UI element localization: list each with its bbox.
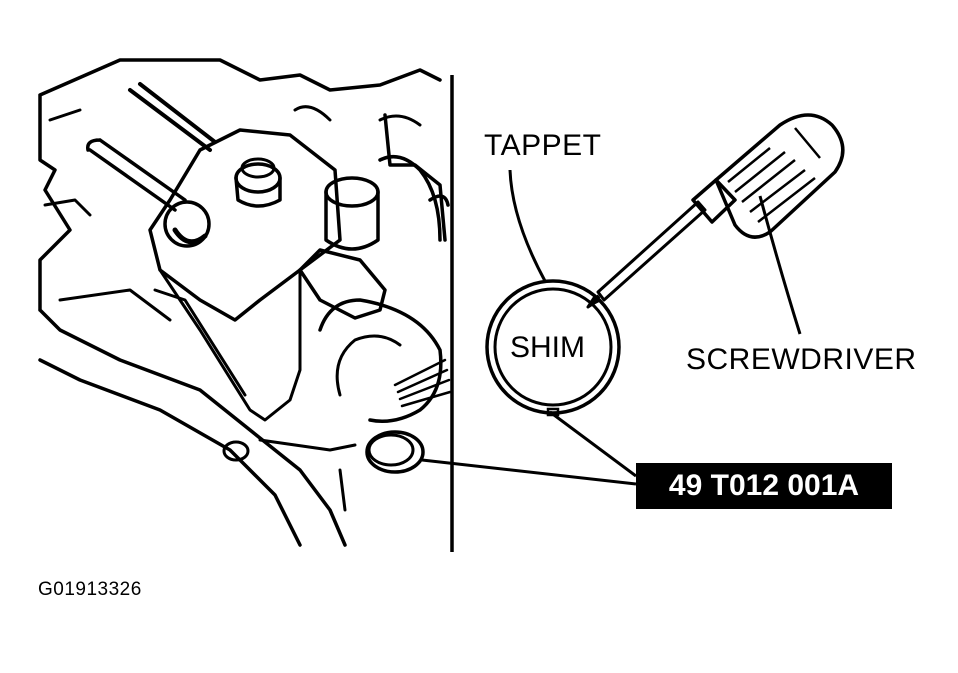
leader-lines — [421, 169, 802, 486]
cam-boss — [324, 176, 380, 251]
tappet-label: TAPPET — [484, 129, 602, 162]
shim-label: SHIM — [510, 331, 585, 364]
cam-lobe — [298, 248, 387, 320]
cam-cap-face — [158, 268, 302, 422]
bolt-hole — [222, 440, 250, 462]
tappet-notch — [546, 407, 560, 417]
journal-hatching — [393, 358, 452, 408]
cam-cap — [148, 128, 342, 322]
cam-journal — [318, 298, 443, 423]
screwdriver-illustration — [586, 113, 845, 309]
screwdriver-handle — [714, 113, 845, 239]
tool-leader-lower — [421, 458, 637, 486]
tappet-leader — [508, 169, 547, 282]
tool-leader-upper — [549, 410, 637, 478]
pin-head — [163, 200, 211, 248]
cap-bolt — [234, 157, 282, 208]
journal-inner — [335, 334, 402, 397]
screwdriver-tip — [586, 294, 601, 309]
casting-detail — [43, 105, 422, 512]
screwdriver-shaft — [596, 200, 707, 302]
screwdriver-label: SCREWDRIVER — [686, 343, 917, 376]
special-tool-callout: 49 T012 001A — [636, 463, 892, 509]
shim-disc — [493, 287, 613, 407]
handle-grooves — [727, 127, 821, 223]
screwdriver-leader — [758, 195, 802, 335]
upper-right-boss — [378, 154, 450, 242]
cam-cap-edge — [153, 288, 247, 397]
figure-id: G01913326 — [38, 579, 142, 600]
screwdriver-ferrule — [691, 178, 737, 224]
rod-upper — [128, 82, 217, 152]
rod — [86, 138, 187, 212]
tappet-bore — [365, 430, 425, 474]
engine-head-illustration — [38, 58, 452, 547]
